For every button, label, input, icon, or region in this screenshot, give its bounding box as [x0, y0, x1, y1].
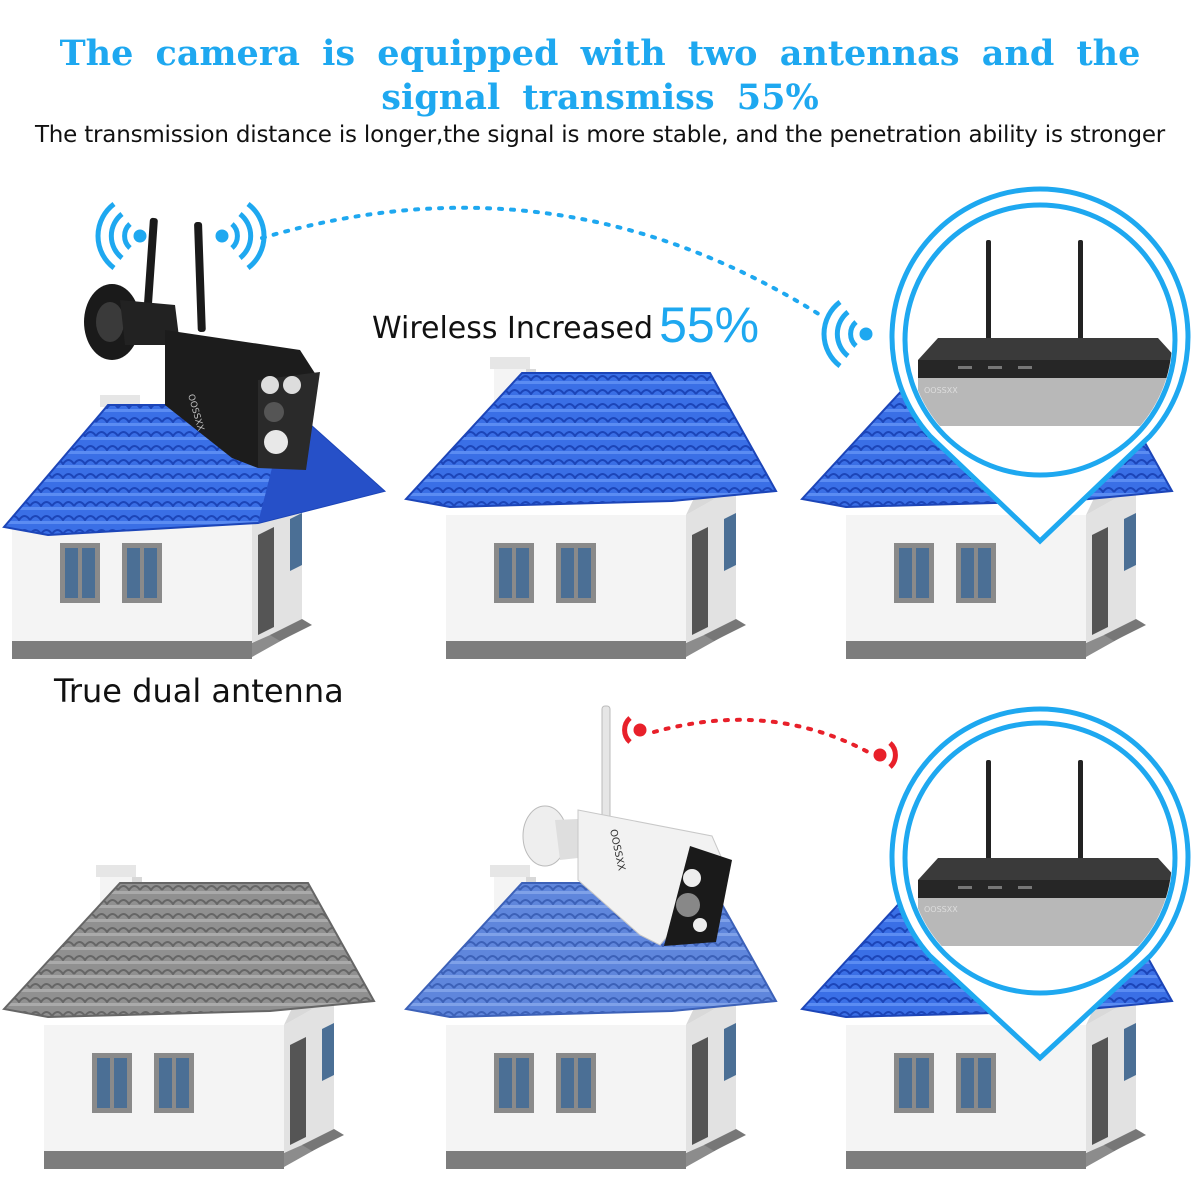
- house-1: [2, 395, 387, 659]
- headline-line-1: The camera is equipped with two antennas…: [59, 33, 1141, 74]
- subtitle: The transmission distance is longer,the …: [34, 122, 1166, 148]
- router-logo-2: OOSSXX: [924, 905, 958, 914]
- wifi-signal-red-icon: [622, 716, 898, 769]
- signal-link-blue: [260, 205, 827, 320]
- dual-antenna-camera: OOSSXX: [84, 217, 320, 470]
- house-2: [404, 357, 778, 659]
- wireless-percent: 55%: [659, 297, 760, 353]
- headline-line-2: signal transmiss 55%: [381, 77, 819, 118]
- router-pin-top: OOSSXX: [889, 186, 1191, 545]
- router-pin-bottom: OOSSXX: [889, 706, 1191, 1062]
- dual-antenna-label: True dual antenna: [54, 672, 344, 710]
- house-4: [2, 865, 376, 1169]
- wireless-text: Wireless Increased: [372, 311, 654, 346]
- router-logo: OOSSXX: [924, 386, 958, 395]
- signal-link-red: [652, 717, 870, 754]
- single-antenna-camera: OOSSXX: [522, 705, 732, 946]
